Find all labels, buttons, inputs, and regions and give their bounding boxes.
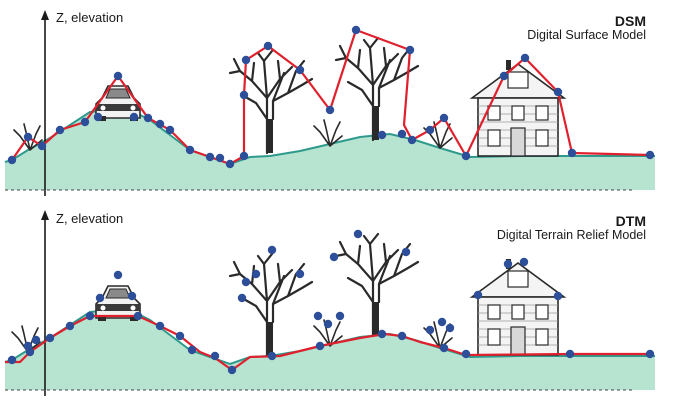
dtm-sample-point <box>7 355 17 365</box>
dtm-sample-point <box>241 277 251 287</box>
dsm-z-axis-arrow <box>41 10 49 20</box>
dtm-sample-point <box>95 293 105 303</box>
dtm-panel <box>4 210 655 396</box>
dtm-sample-point <box>227 365 237 375</box>
dsm-sample-point <box>425 125 435 135</box>
dtm-sample-point <box>397 331 407 341</box>
dtm-sample-point <box>335 311 345 321</box>
dtm-sample-point <box>23 341 33 351</box>
dsm-sample-point <box>520 53 530 63</box>
dtm-sample-point <box>127 291 137 301</box>
dsm-sample-point <box>7 155 17 165</box>
dsm-sample-point <box>225 159 235 169</box>
dsm-axis-label: Z, elevation <box>56 10 124 25</box>
dtm-house <box>471 258 565 356</box>
dtm-sample-point <box>210 351 220 361</box>
dsm-sample-point <box>185 145 195 155</box>
dsm-sample-point <box>241 55 251 65</box>
dtm-title: DTM <box>615 213 646 229</box>
dsm-sample-point <box>295 65 305 75</box>
dtm-sample-point <box>329 252 339 262</box>
dtm-sample-point <box>439 343 449 353</box>
dtm-ground-fill <box>5 310 655 390</box>
dsm-ground-fill <box>5 110 655 190</box>
dtm-sample-point <box>473 290 483 300</box>
dtm-sample-point <box>425 325 435 335</box>
dtm-z-axis-arrow <box>41 210 49 220</box>
dtm-sample-point <box>377 329 387 339</box>
dsm-house <box>471 59 565 157</box>
dsm-sample-point <box>80 117 90 127</box>
dtm-sample-point <box>113 270 123 280</box>
dtm-sample-point <box>353 229 363 239</box>
dtm-sample-point <box>295 269 305 279</box>
dsm-sample-point <box>553 87 563 97</box>
dsm-sample-point <box>143 113 153 123</box>
dtm-axis-label: Z, elevation <box>56 211 124 226</box>
dsm-subtitle: Digital Surface Model <box>527 28 646 42</box>
dsm-sample-point <box>37 141 47 151</box>
dtm-sample-point <box>645 349 655 359</box>
dtm-sample-point <box>461 349 471 359</box>
dtm-sample-point <box>313 311 323 321</box>
dsm-sample-point <box>405 45 415 55</box>
dtm-sample-point <box>251 269 261 279</box>
dsm-sample-point <box>55 125 65 135</box>
dtm-sample-point <box>437 317 447 327</box>
dtm-sample-point <box>565 349 575 359</box>
dtm-sample-point <box>323 319 333 329</box>
dtm-sample-point <box>445 323 455 333</box>
dsm-sample-point <box>397 129 407 139</box>
dsm-sample-point <box>155 119 165 129</box>
dsm-sample-point <box>377 130 387 140</box>
dtm-sample-point <box>519 257 529 267</box>
dsm-sample-point <box>113 71 123 81</box>
dtm-subtitle: Digital Terrain Relief Model <box>496 228 646 242</box>
dsm-sample-point <box>165 125 175 135</box>
dtm-sample-point <box>401 247 411 257</box>
dtm-sample-point <box>31 335 41 345</box>
dtm-sample-point <box>553 291 563 301</box>
dsm-sample-point <box>129 112 139 122</box>
dtm-sample-point <box>85 311 95 321</box>
dtm-sample-point <box>315 341 325 351</box>
dtm-sample-point <box>503 259 513 269</box>
dsm-sample-point <box>239 90 249 100</box>
dsm-sample-point <box>205 152 215 162</box>
dsm-sample-point <box>351 25 361 35</box>
dsm-sample-point <box>439 113 449 123</box>
dtm-sample-point <box>267 351 277 361</box>
dtm-sample-point <box>133 311 143 321</box>
dsm-sample-point <box>93 112 103 122</box>
dtm-sample-point <box>65 321 75 331</box>
dsm-sample-point <box>215 153 225 163</box>
dtm-sample-point <box>175 331 185 341</box>
dsm-sample-point <box>499 71 509 81</box>
dtm-sample-point <box>45 333 55 343</box>
dsm-sample-point <box>407 135 417 145</box>
dtm-tree-left <box>228 252 314 358</box>
dsm-sample-point <box>461 151 471 161</box>
dsm-sample-point <box>263 41 273 51</box>
dsm-sample-point <box>239 151 249 161</box>
dsm-sample-point <box>23 132 33 142</box>
dtm-sample-point <box>187 345 197 355</box>
dsm-title: DSM <box>614 13 646 29</box>
dtm-sample-point <box>237 293 247 303</box>
dsm-sample-point <box>325 105 335 115</box>
dtm-sample-point <box>267 245 277 255</box>
dsm-panel <box>4 10 655 196</box>
dsm-sample-point <box>567 148 577 158</box>
dsm-sample-point <box>645 150 655 160</box>
dtm-sample-point <box>155 321 165 331</box>
